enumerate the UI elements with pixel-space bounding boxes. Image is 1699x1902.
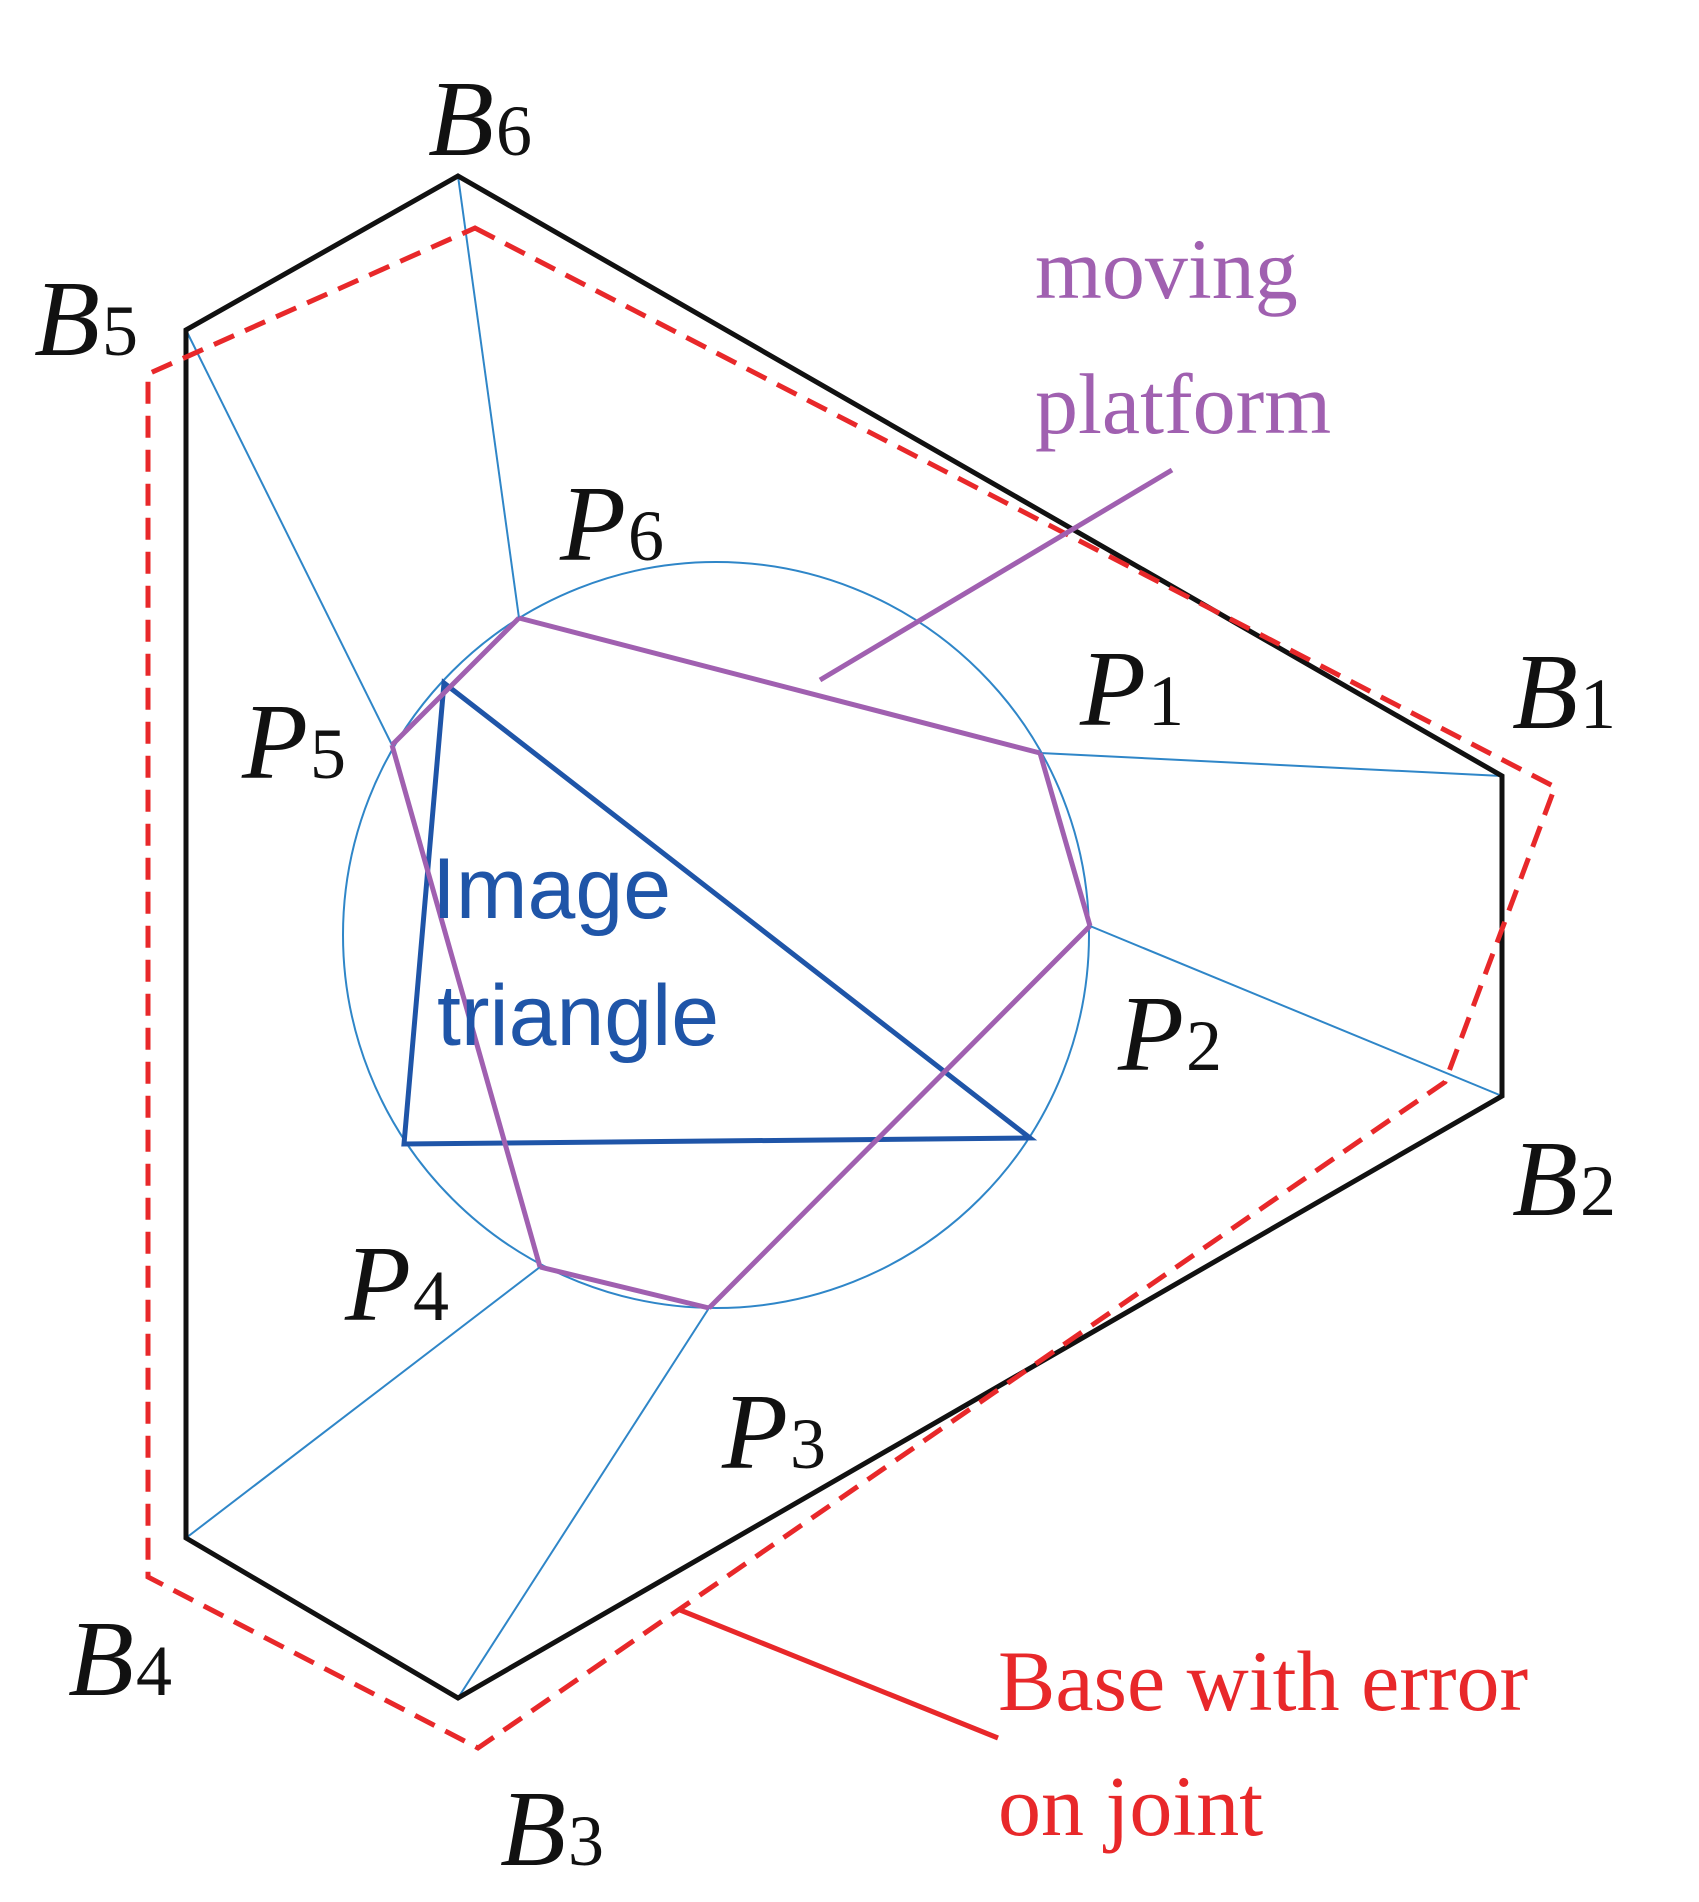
- image-triangle: [401, 678, 1038, 1147]
- image-triangle-note: Image triangle: [432, 841, 719, 1064]
- label-p1: P1: [1079, 630, 1184, 749]
- label-p2: P2: [1117, 975, 1222, 1094]
- leg-5: [185, 329, 393, 746]
- platform-edge-p6-p1: [518, 615, 1041, 756]
- platform-circle: [342, 561, 1090, 1309]
- platform-edge-p1-p2: [1037, 752, 1093, 927]
- moving-platform-leader: [818, 467, 1174, 683]
- leg-6: [457, 175, 520, 619]
- label-b5: B5: [34, 260, 138, 379]
- label-b1: B1: [1512, 633, 1616, 752]
- moving-platform: [389, 615, 1093, 1311]
- leg-2: [1089, 925, 1503, 1097]
- label-p5: P5: [241, 683, 346, 802]
- leg-1: [1039, 752, 1503, 777]
- base-with-error-hexagon: [145, 225, 1559, 1751]
- base-hexagon: [183, 173, 1505, 1701]
- base-error-leader: [679, 1607, 999, 1741]
- label-p3: P3: [721, 1373, 826, 1492]
- label-p6: P6: [559, 465, 664, 584]
- label-b4: B4: [68, 1600, 172, 1719]
- label-b6: B6: [428, 60, 532, 179]
- label-p4: P4: [344, 1225, 449, 1344]
- moving-platform-note: moving platform: [1035, 221, 1331, 452]
- base-error-note: Base with error on joint: [998, 1633, 1550, 1854]
- legs: [185, 175, 1503, 1699]
- platform-edge-p2-p3: [707, 924, 1092, 1310]
- platform-edge-p4-p5: [389, 744, 543, 1268]
- label-b3: B3: [500, 1770, 604, 1889]
- label-b2: B2: [1512, 1120, 1616, 1239]
- leg-4: [185, 1266, 541, 1539]
- platform-edge-p5-p6: [390, 616, 521, 747]
- platform-edge-p3-p4: [539, 1264, 710, 1311]
- leg-3: [457, 1307, 710, 1699]
